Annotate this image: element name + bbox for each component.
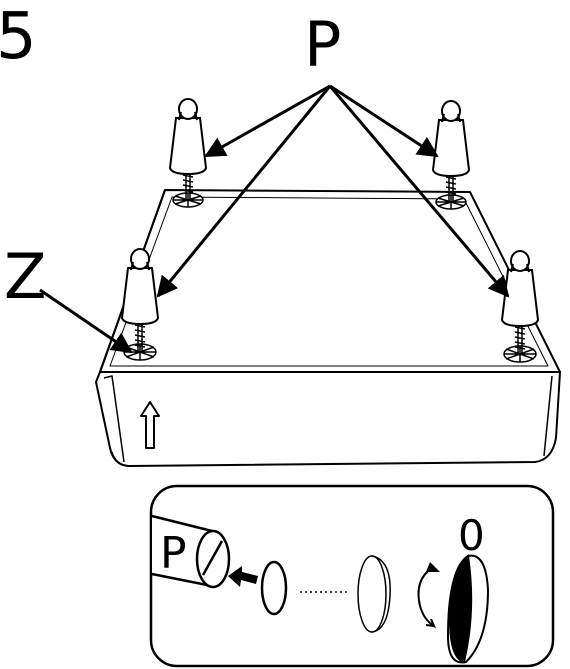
leg-label: P xyxy=(304,8,341,81)
removed-disk xyxy=(446,554,490,664)
detail-panel: P 0 xyxy=(149,484,555,668)
leg-back-left xyxy=(168,98,208,176)
washer-back-right xyxy=(435,194,467,210)
leg-back-right xyxy=(431,100,471,178)
leg-callout-arrows xyxy=(156,84,510,298)
bolts xyxy=(134,170,526,354)
rotate-arrow-icon xyxy=(417,567,437,629)
up-arrow-icon xyxy=(140,401,160,449)
push-arrow-icon xyxy=(228,566,258,587)
washer-label: Z xyxy=(4,240,46,313)
zero-label: 0 xyxy=(458,511,485,560)
washer-back-left xyxy=(172,192,204,208)
leg-end xyxy=(151,514,231,589)
washer-callout-arrow xyxy=(39,288,133,354)
cap-pad xyxy=(260,560,288,616)
disk xyxy=(357,555,391,633)
detail-leg-label: P xyxy=(160,528,187,579)
leg-front-left xyxy=(120,248,160,326)
washer-front-right xyxy=(503,345,537,363)
step-number: 5 xyxy=(0,0,37,74)
leg-front-right xyxy=(500,250,540,328)
furniture-base xyxy=(95,189,561,467)
